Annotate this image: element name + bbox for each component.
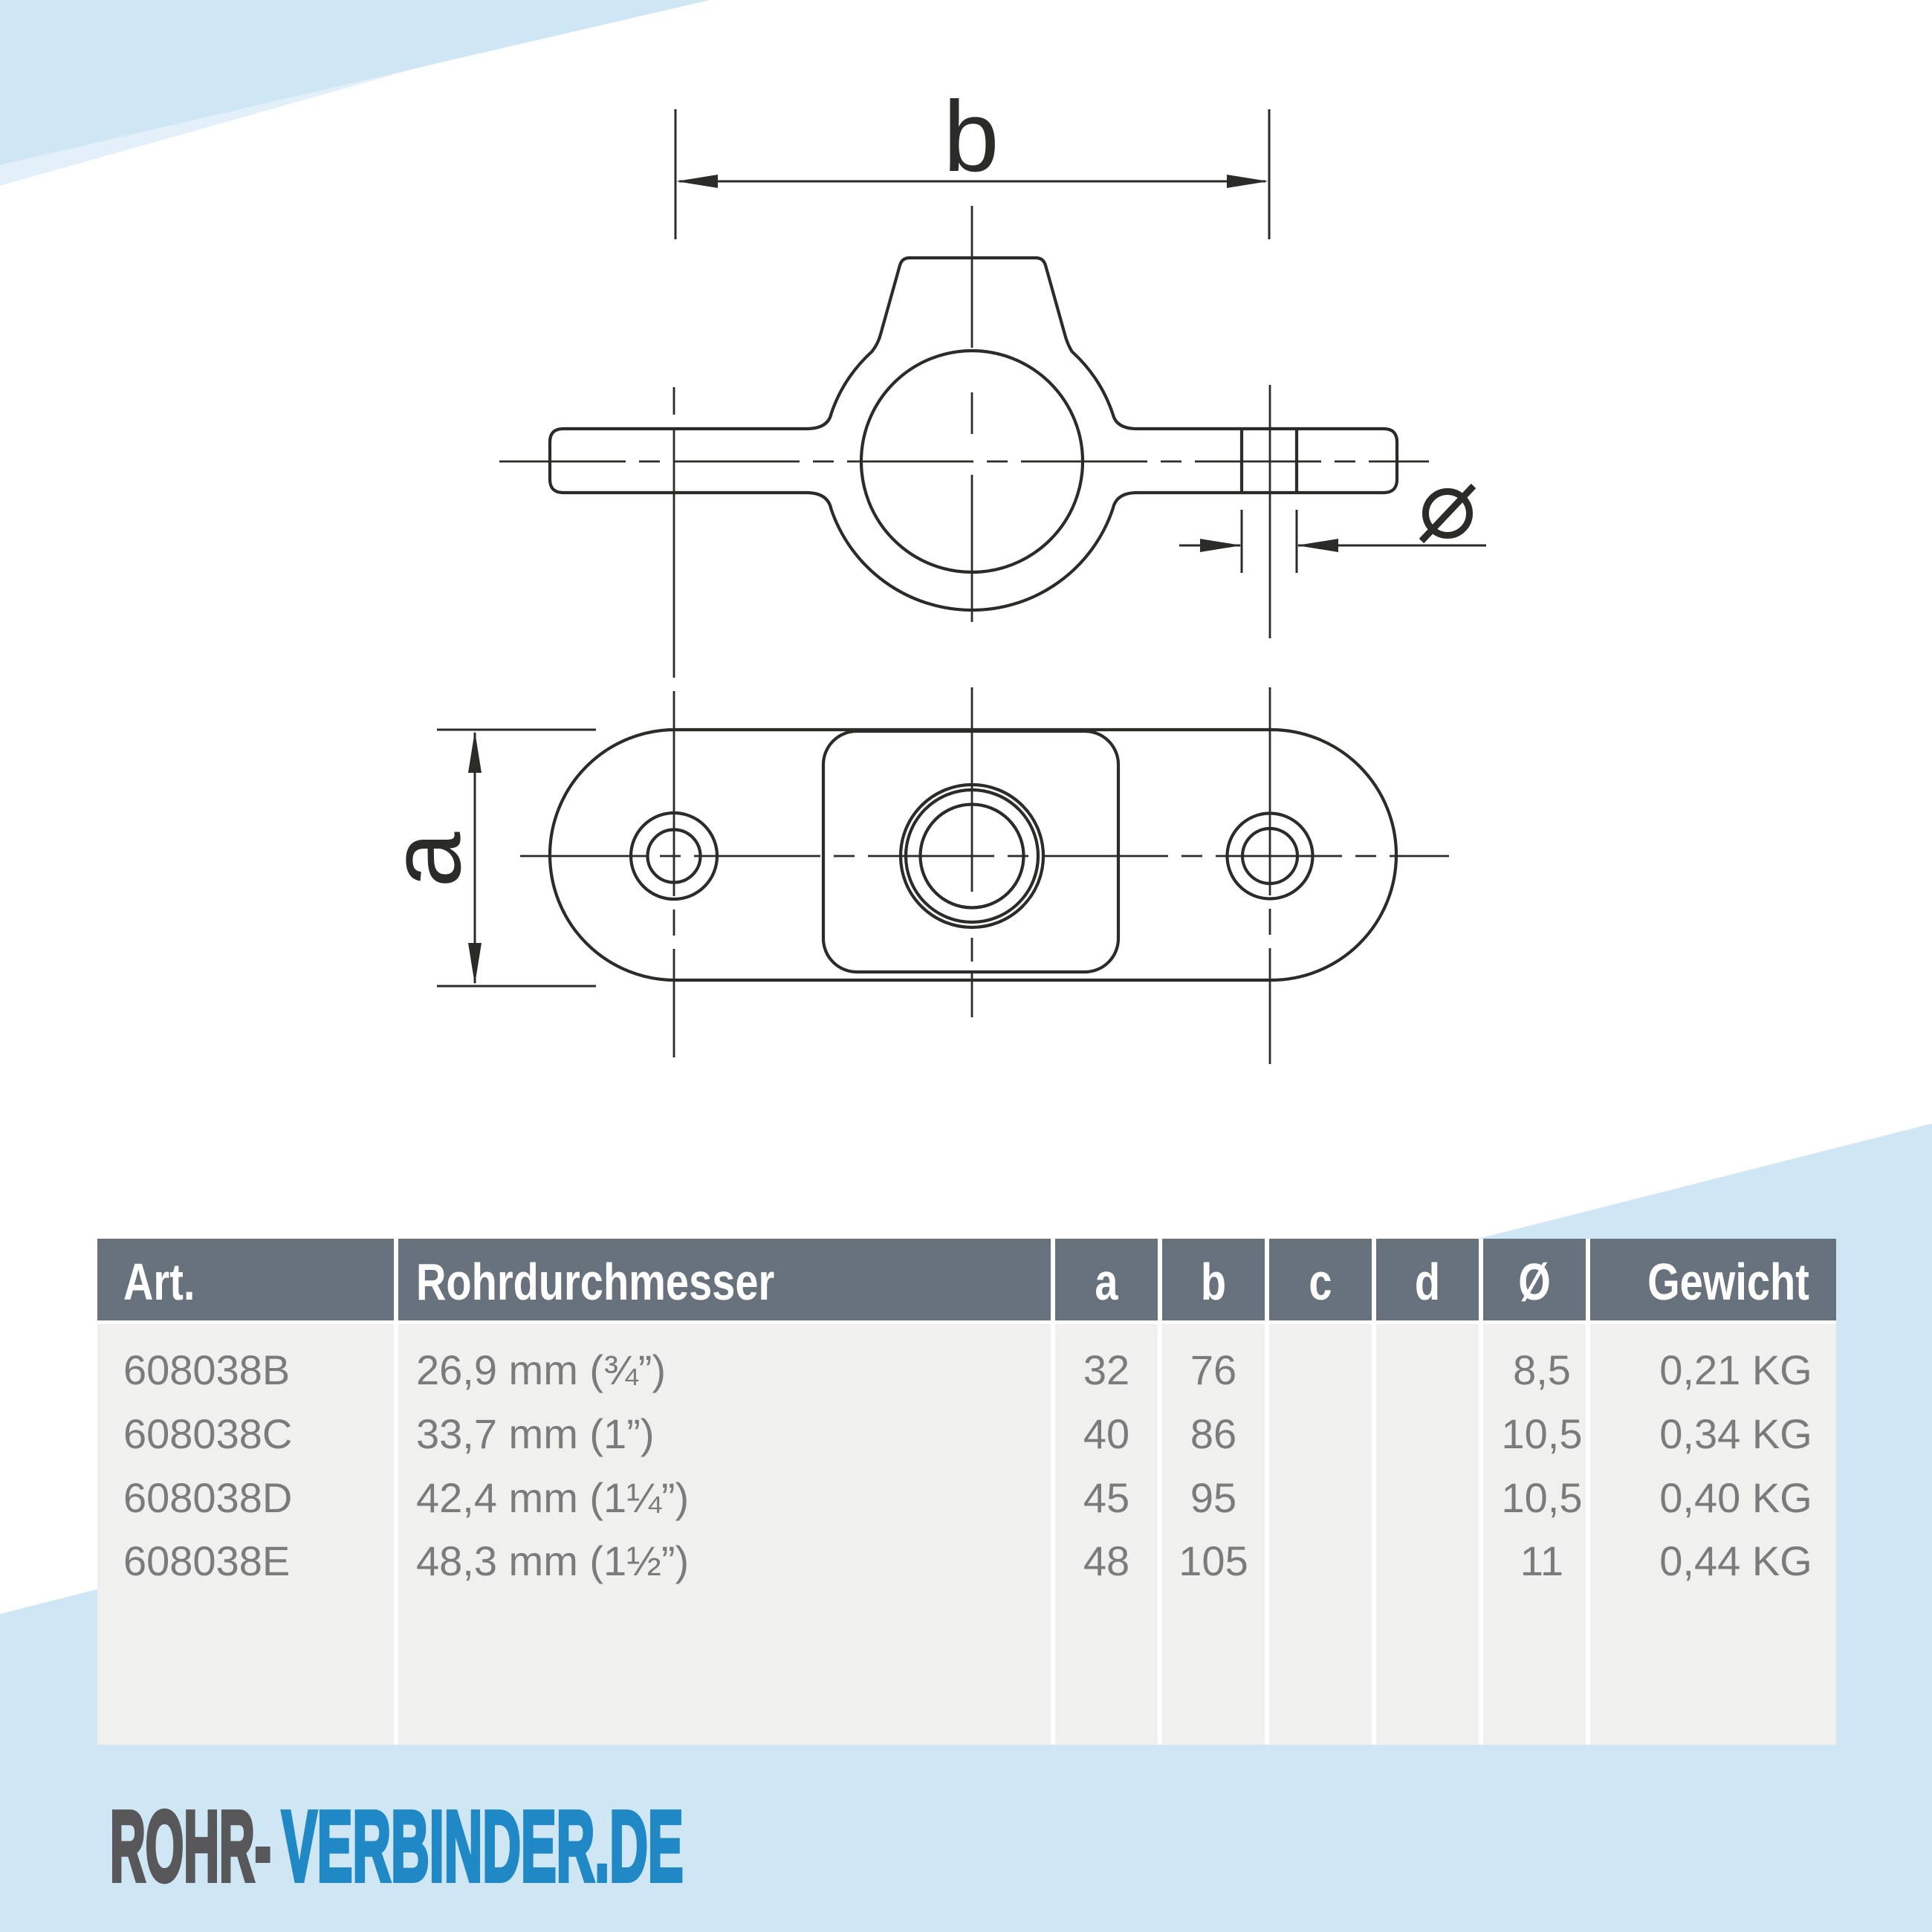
svg-text:76: 76 (1190, 1346, 1236, 1393)
svg-text:105: 105 (1179, 1537, 1248, 1584)
svg-text:0,40 KG: 0,40 KG (1659, 1474, 1812, 1521)
svg-text:0,44 KG: 0,44 KG (1659, 1537, 1812, 1584)
svg-text:c: c (1309, 1254, 1332, 1311)
svg-text:b: b (1201, 1254, 1226, 1311)
svg-text:d: d (1415, 1254, 1440, 1311)
svg-text:8,5: 8,5 (1513, 1346, 1571, 1393)
svg-text:86: 86 (1190, 1410, 1236, 1457)
svg-text:26,9 mm (¾”): 26,9 mm (¾”) (416, 1346, 666, 1393)
svg-text:Ø: Ø (1518, 1254, 1551, 1311)
svg-text:45: 45 (1083, 1474, 1129, 1521)
svg-text:10,5: 10,5 (1502, 1410, 1583, 1457)
svg-text:48: 48 (1083, 1537, 1129, 1584)
svg-text:95: 95 (1190, 1474, 1236, 1521)
svg-text:VERBINDER.DE: VERBINDER.DE (282, 1790, 684, 1902)
svg-text:32: 32 (1083, 1346, 1129, 1393)
svg-text:10,5: 10,5 (1502, 1474, 1583, 1521)
svg-text:a: a (369, 832, 482, 888)
svg-text:42,4 mm (1¼”): 42,4 mm (1¼”) (416, 1474, 689, 1521)
svg-text:40: 40 (1083, 1410, 1129, 1457)
svg-text:608038C: 608038C (123, 1410, 292, 1457)
svg-text:0,21 KG: 0,21 KG (1659, 1346, 1812, 1393)
svg-text:608038E: 608038E (123, 1537, 290, 1584)
svg-text:Gewicht: Gewicht (1647, 1254, 1809, 1311)
svg-text:608038B: 608038B (123, 1346, 290, 1393)
svg-text:Rohrdurchmesser: Rohrdurchmesser (416, 1254, 774, 1311)
svg-text:Art.: Art. (123, 1254, 195, 1311)
svg-text:33,7 mm (1”): 33,7 mm (1”) (416, 1410, 655, 1457)
svg-text:b: b (943, 80, 999, 192)
svg-text:11: 11 (1520, 1537, 1563, 1584)
svg-text:608038D: 608038D (123, 1474, 292, 1521)
svg-text:48,3 mm (1½”): 48,3 mm (1½”) (416, 1537, 689, 1584)
svg-text:a: a (1095, 1254, 1118, 1311)
svg-text:0,34 KG: 0,34 KG (1659, 1410, 1812, 1457)
svg-text:ROHR-: ROHR- (110, 1790, 271, 1902)
